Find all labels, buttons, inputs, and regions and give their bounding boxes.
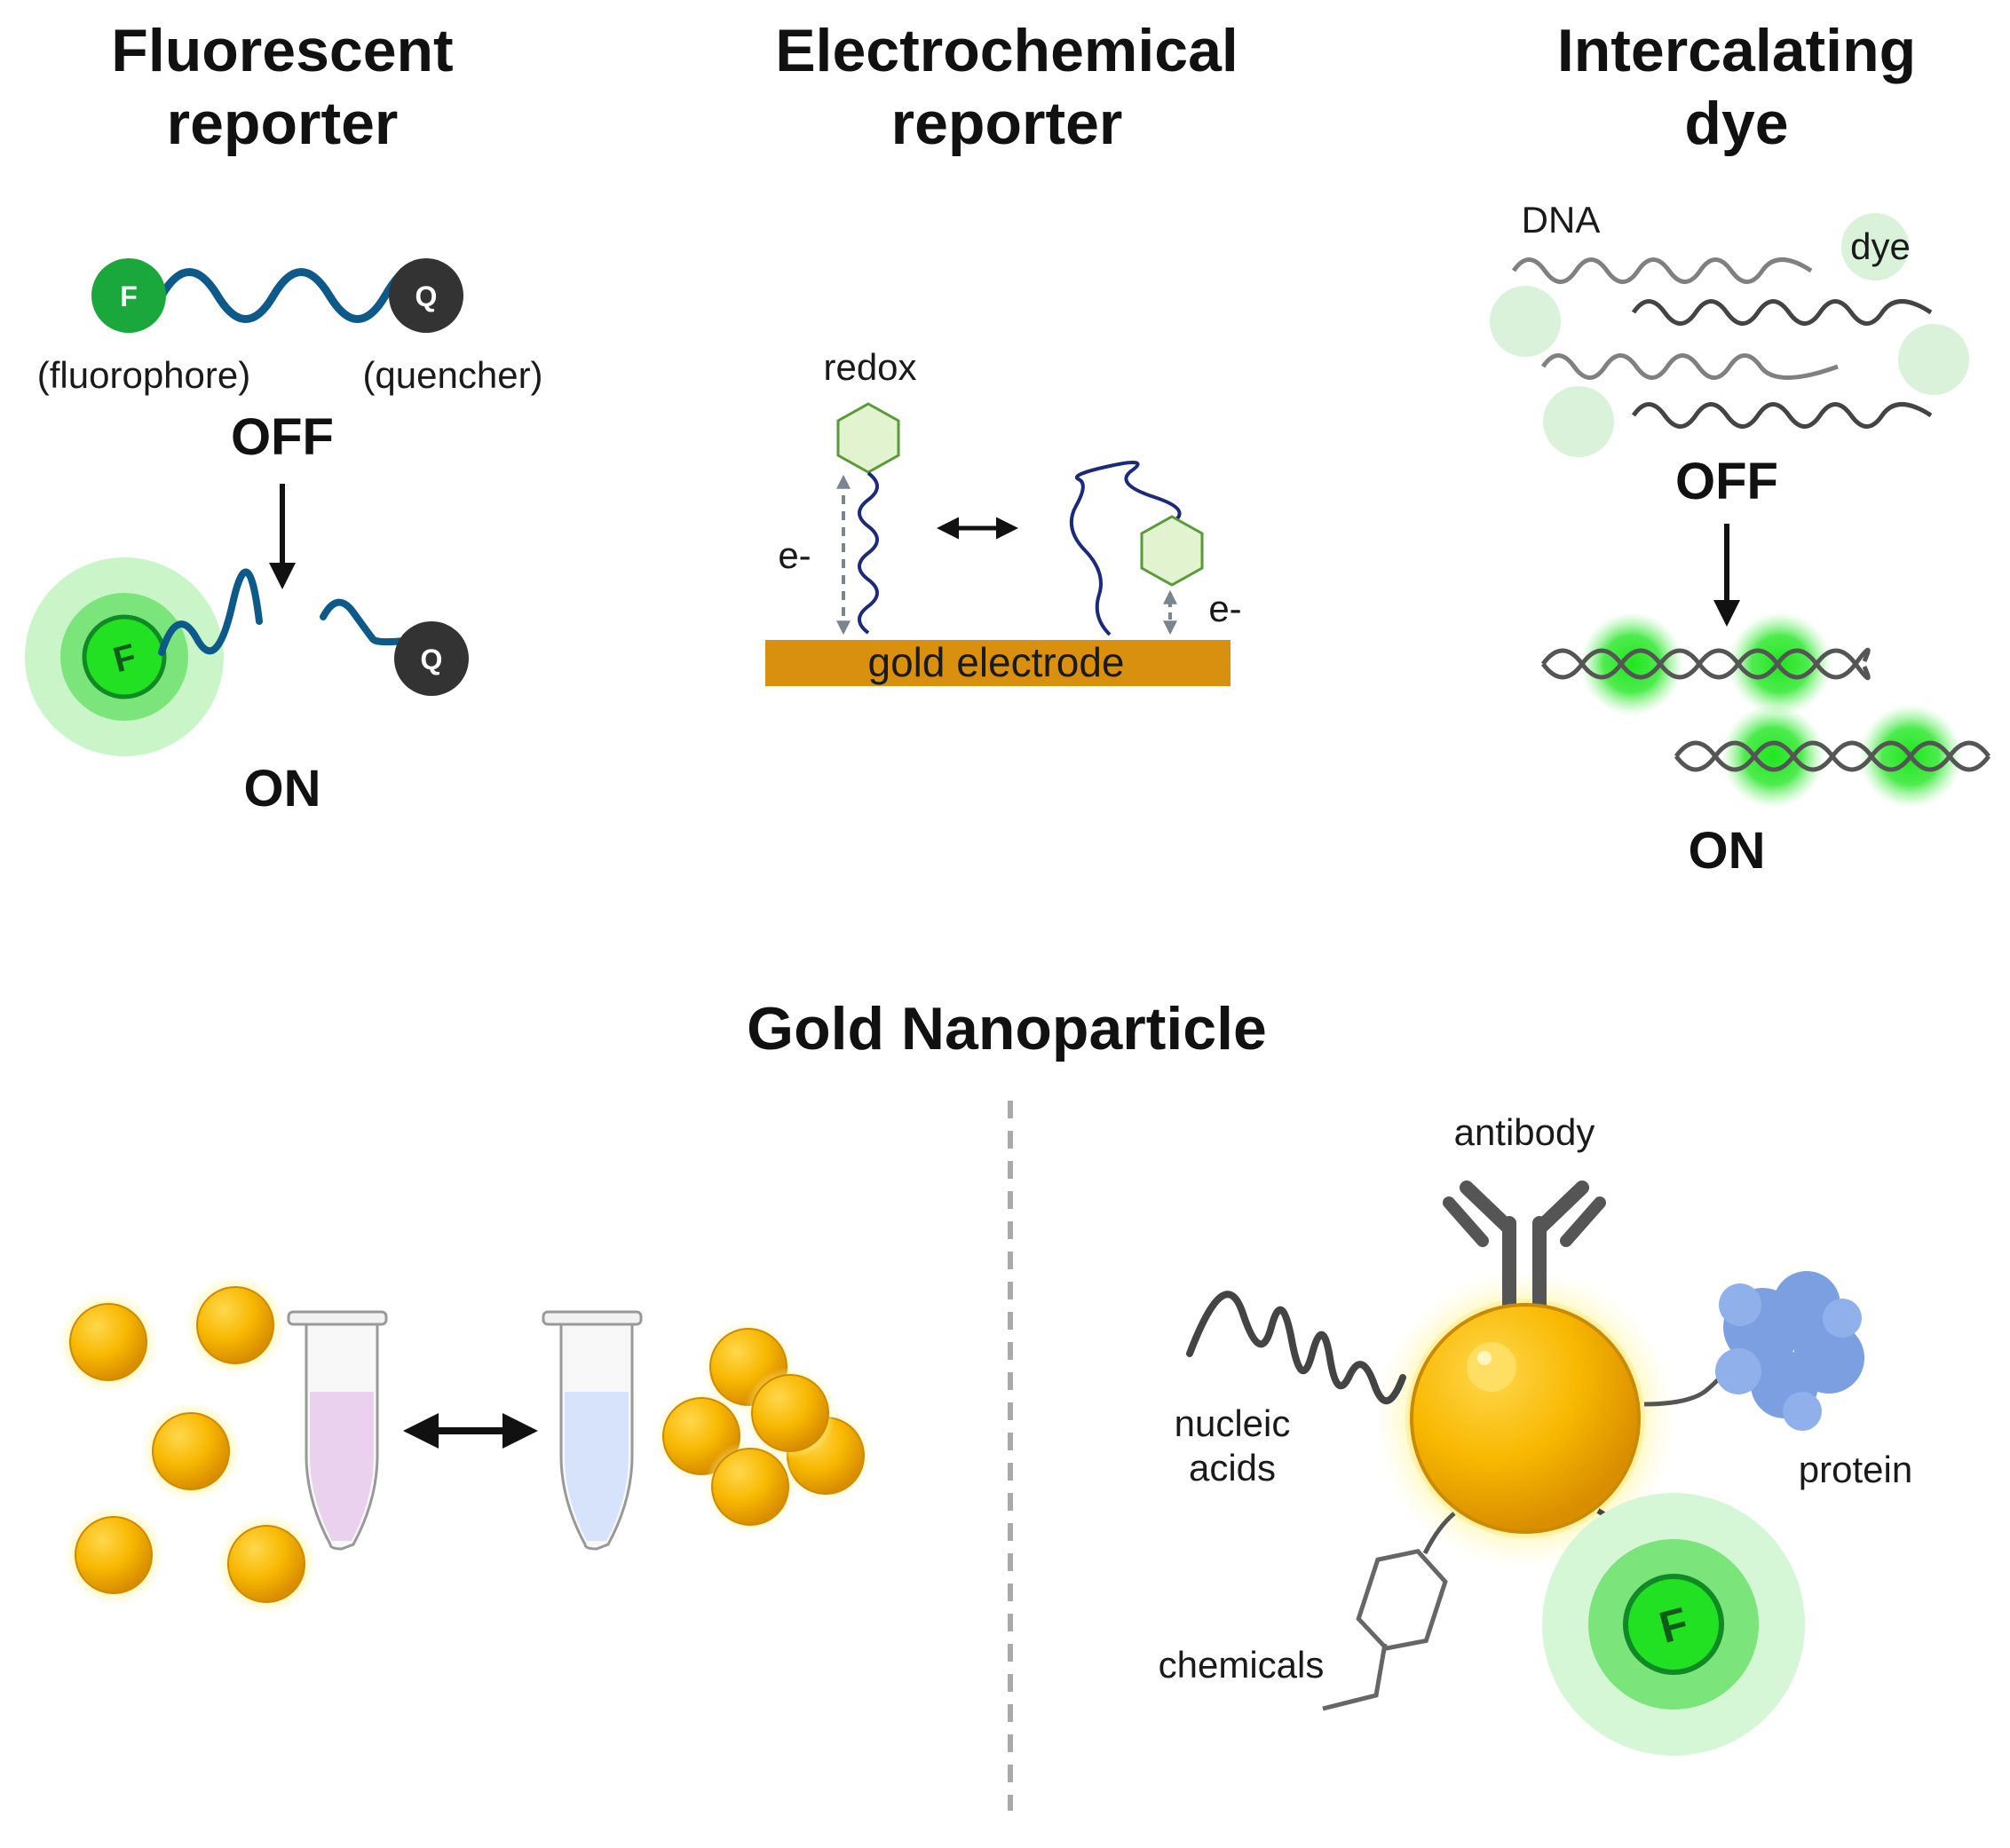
intercalated-dye-glow — [1721, 705, 1824, 808]
fluorescent-title-line1: Fluorescent — [111, 17, 453, 84]
tube-aggregated-blue — [542, 1310, 643, 1551]
redox-hexagon-right — [1140, 515, 1204, 587]
aggregated-nanoparticles — [655, 1321, 872, 1533]
chemical-tail — [1322, 1643, 1388, 1711]
intercalated-dye-glow — [1580, 612, 1683, 715]
ssdna-strand — [1631, 299, 1933, 326]
electrochemical-title-line1: Electrochemical — [775, 17, 1238, 84]
nucleic-acids-label-line2: acids — [1189, 1447, 1276, 1489]
quencher-disk: Q — [389, 258, 463, 333]
protein-blob — [1715, 1271, 1864, 1431]
electron-label-left: e- — [778, 534, 811, 576]
intercalating-off-label: OFF — [1675, 453, 1778, 510]
dispersed-nanoparticles — [59, 1275, 316, 1614]
gold-nanoparticle-panel: Gold Nanoparticle — [59, 995, 1912, 1811]
chemical-hexagon — [1356, 1548, 1448, 1651]
dye-label: dye — [1850, 225, 1911, 267]
gold-core — [1410, 1303, 1641, 1534]
quencher-label: (quencher) — [362, 354, 542, 396]
quencher-disk-on: Q — [394, 621, 469, 696]
redox-label: redox — [823, 346, 916, 388]
probe-strand-intact — [157, 265, 429, 323]
electron-label-right: e- — [1208, 588, 1241, 629]
ssdna-strand — [1540, 353, 1839, 380]
ssdna-strand — [1511, 257, 1813, 284]
intercalating-on-label: ON — [1689, 822, 1766, 880]
gold-electrode-bar — [765, 640, 1231, 686]
dsdna-strand-a — [1540, 647, 1871, 680]
functionalized-nanoparticle: antibody nucleic acids protein — [1159, 1111, 1912, 1756]
fluorophore-label: (fluorophore) — [37, 354, 250, 396]
attached-fluorophore: F — [1542, 1493, 1805, 1756]
fluorophore-letter: F — [120, 280, 138, 312]
gold-core-highlight — [1467, 1342, 1516, 1392]
dye-molecule — [1490, 286, 1561, 357]
fluorescent-off-label: OFF — [231, 408, 334, 466]
fluorophore-glow-on: F — [25, 557, 224, 756]
dye-molecule — [1898, 324, 1969, 395]
electrochemical-reporter-panel: Electrochemical reporter redox e- e- gol… — [765, 17, 1242, 686]
intercalating-title-line1: Intercalating — [1557, 17, 1916, 84]
tube-dispersed-pink — [287, 1310, 388, 1551]
protein-label: protein — [1799, 1449, 1912, 1490]
redox-strand-folded — [1069, 461, 1182, 636]
intercalating-dye-panel: Intercalating dye DNA dye OFF ON — [1490, 17, 1991, 880]
intercalating-title-line2: dye — [1684, 90, 1788, 157]
dye-molecule-labeled — [1841, 213, 1909, 280]
dsdna-strand-b — [1540, 648, 1871, 681]
antibody — [1443, 1181, 1606, 1312]
chemical-linker — [1422, 1512, 1456, 1555]
dna-label: DNA — [1522, 199, 1601, 241]
fluorescent-title-line2: reporter — [167, 90, 399, 157]
nucleic-acids-label-line1: nucleic — [1175, 1402, 1291, 1444]
gold-nanoparticle-title: Gold Nanoparticle — [747, 995, 1267, 1062]
chemicals-label: chemicals — [1159, 1644, 1325, 1686]
quencher-letter: Q — [415, 280, 438, 312]
fluorescent-reporter-panel: Fluorescent reporter F Q (fluorophore) (… — [25, 17, 543, 817]
cleaved-strand-right — [320, 598, 408, 646]
nucleic-acid-strand — [1186, 1291, 1406, 1405]
antibody-label: antibody — [1454, 1111, 1595, 1153]
electrochemical-title-line2: reporter — [891, 90, 1123, 157]
cleaved-strand-left — [158, 568, 263, 656]
ssdna-strand — [1631, 402, 1933, 429]
redox-strand-extended — [858, 471, 879, 635]
redox-hexagon-left — [836, 402, 900, 474]
fluorescent-on-label: ON — [244, 760, 321, 817]
quencher-on-letter: Q — [421, 644, 443, 675]
dsdna-strand-b — [1674, 740, 1991, 772]
dye-molecule — [1543, 386, 1614, 457]
gold-electrode-label: gold electrode — [868, 639, 1125, 685]
fluorophore-disk: F — [91, 258, 166, 333]
